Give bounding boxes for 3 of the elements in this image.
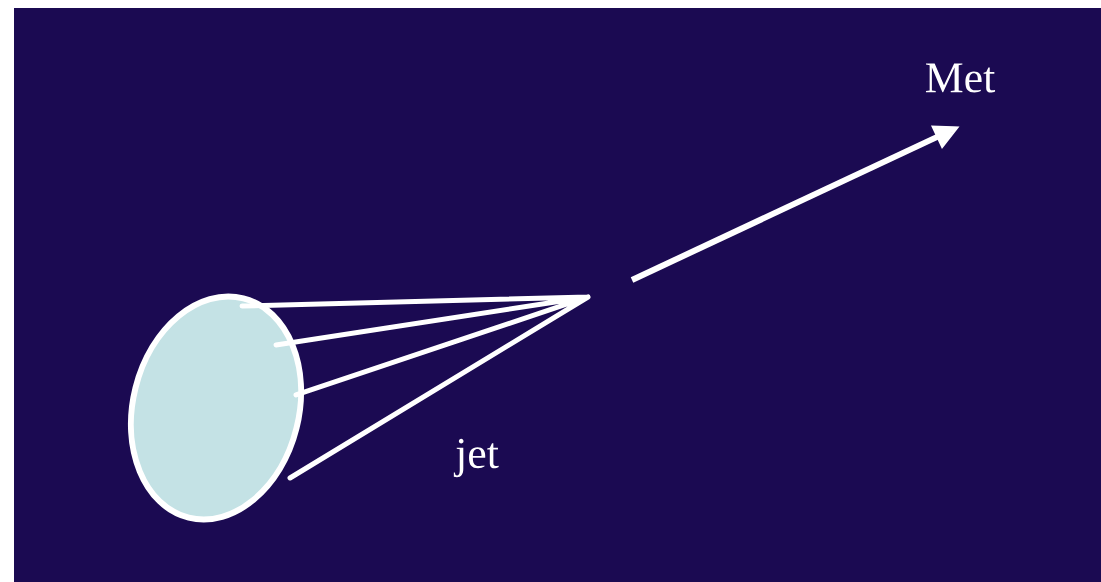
- jet-disc: [128, 293, 304, 523]
- jet-label: jet: [453, 438, 499, 478]
- axis-label: Met: [925, 63, 996, 93]
